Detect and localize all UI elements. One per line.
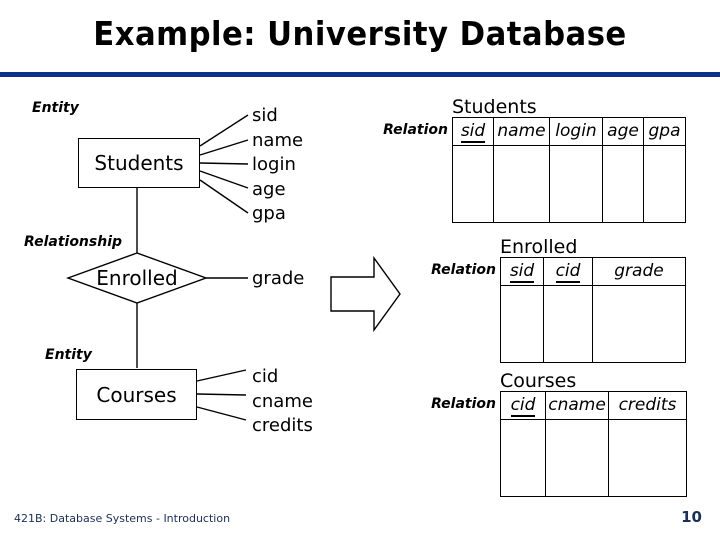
relationship-enrolled[interactable]: Enrolled	[68, 253, 206, 303]
relationship-name-enrolled: Enrolled	[96, 266, 178, 290]
table-cell[interactable]	[602, 145, 644, 223]
relation-table-students[interactable]: sid name login age gpa	[452, 117, 686, 223]
table-cell[interactable]	[545, 419, 609, 497]
column-header-cname[interactable]: cname	[545, 391, 609, 420]
attribute-age: age	[252, 179, 286, 200]
table-cell[interactable]	[643, 145, 686, 223]
relation-title-enrolled: Enrolled	[500, 236, 578, 258]
entity-box-courses[interactable]: Courses	[76, 369, 197, 420]
title-divider	[0, 72, 720, 77]
page-title: Example: University Database	[93, 14, 627, 53]
page-number: 10	[681, 508, 702, 526]
table-header-row: sid cid grade	[500, 257, 686, 286]
entity-box-students[interactable]: Students	[78, 138, 200, 188]
label-entity-students: Entity	[32, 100, 79, 116]
column-header-name[interactable]: name	[493, 117, 550, 146]
attribute-name: name	[252, 130, 304, 151]
relation-title-students: Students	[452, 96, 537, 118]
table-cell[interactable]	[608, 419, 687, 497]
column-header-sid[interactable]: sid	[500, 257, 544, 286]
attribute-sid: sid	[252, 105, 278, 126]
table-row[interactable]	[500, 285, 686, 363]
column-header-cid[interactable]: cid	[500, 391, 546, 420]
table-cell[interactable]	[493, 145, 550, 223]
table-cell[interactable]	[500, 285, 544, 363]
footer-course-label: 421B: Database Systems - Introduction	[14, 512, 231, 525]
attribute-grade: grade	[252, 268, 305, 289]
attribute-cname: cname	[252, 391, 313, 412]
relation-tag-students: Relation	[383, 122, 448, 138]
table-cell[interactable]	[549, 145, 603, 223]
relation-table-enrolled[interactable]: sid cid grade	[500, 257, 686, 363]
column-header-sid[interactable]: sid	[452, 117, 494, 146]
relation-table-courses[interactable]: cid cname credits	[500, 391, 687, 497]
table-row[interactable]	[500, 419, 687, 497]
column-header-gpa[interactable]: gpa	[643, 117, 686, 146]
attribute-cid: cid	[252, 366, 279, 387]
table-cell[interactable]	[543, 285, 593, 363]
table-cell[interactable]	[592, 285, 686, 363]
table-header-row: sid name login age gpa	[452, 117, 686, 146]
column-header-cid[interactable]: cid	[543, 257, 593, 286]
column-header-grade[interactable]: grade	[592, 257, 686, 286]
relation-tag-enrolled: Relation	[431, 262, 496, 278]
entity-name-courses: Courses	[96, 382, 177, 407]
attribute-login: login	[252, 154, 296, 175]
table-cell[interactable]	[500, 419, 546, 497]
block-arrow-right-icon	[330, 255, 401, 333]
column-header-age[interactable]: age	[602, 117, 644, 146]
table-header-row: cid cname credits	[500, 391, 687, 420]
relation-title-courses: Courses	[500, 370, 577, 392]
attribute-credits: credits	[252, 415, 313, 436]
label-relationship: Relationship	[24, 234, 123, 250]
table-row[interactable]	[452, 145, 686, 223]
entity-name-students: Students	[94, 151, 184, 175]
attribute-gpa: gpa	[252, 203, 286, 224]
label-entity-courses: Entity	[45, 347, 92, 363]
relation-tag-courses: Relation	[431, 396, 496, 412]
table-cell[interactable]	[452, 145, 494, 223]
column-header-credits[interactable]: credits	[608, 391, 687, 420]
column-header-login[interactable]: login	[549, 117, 603, 146]
